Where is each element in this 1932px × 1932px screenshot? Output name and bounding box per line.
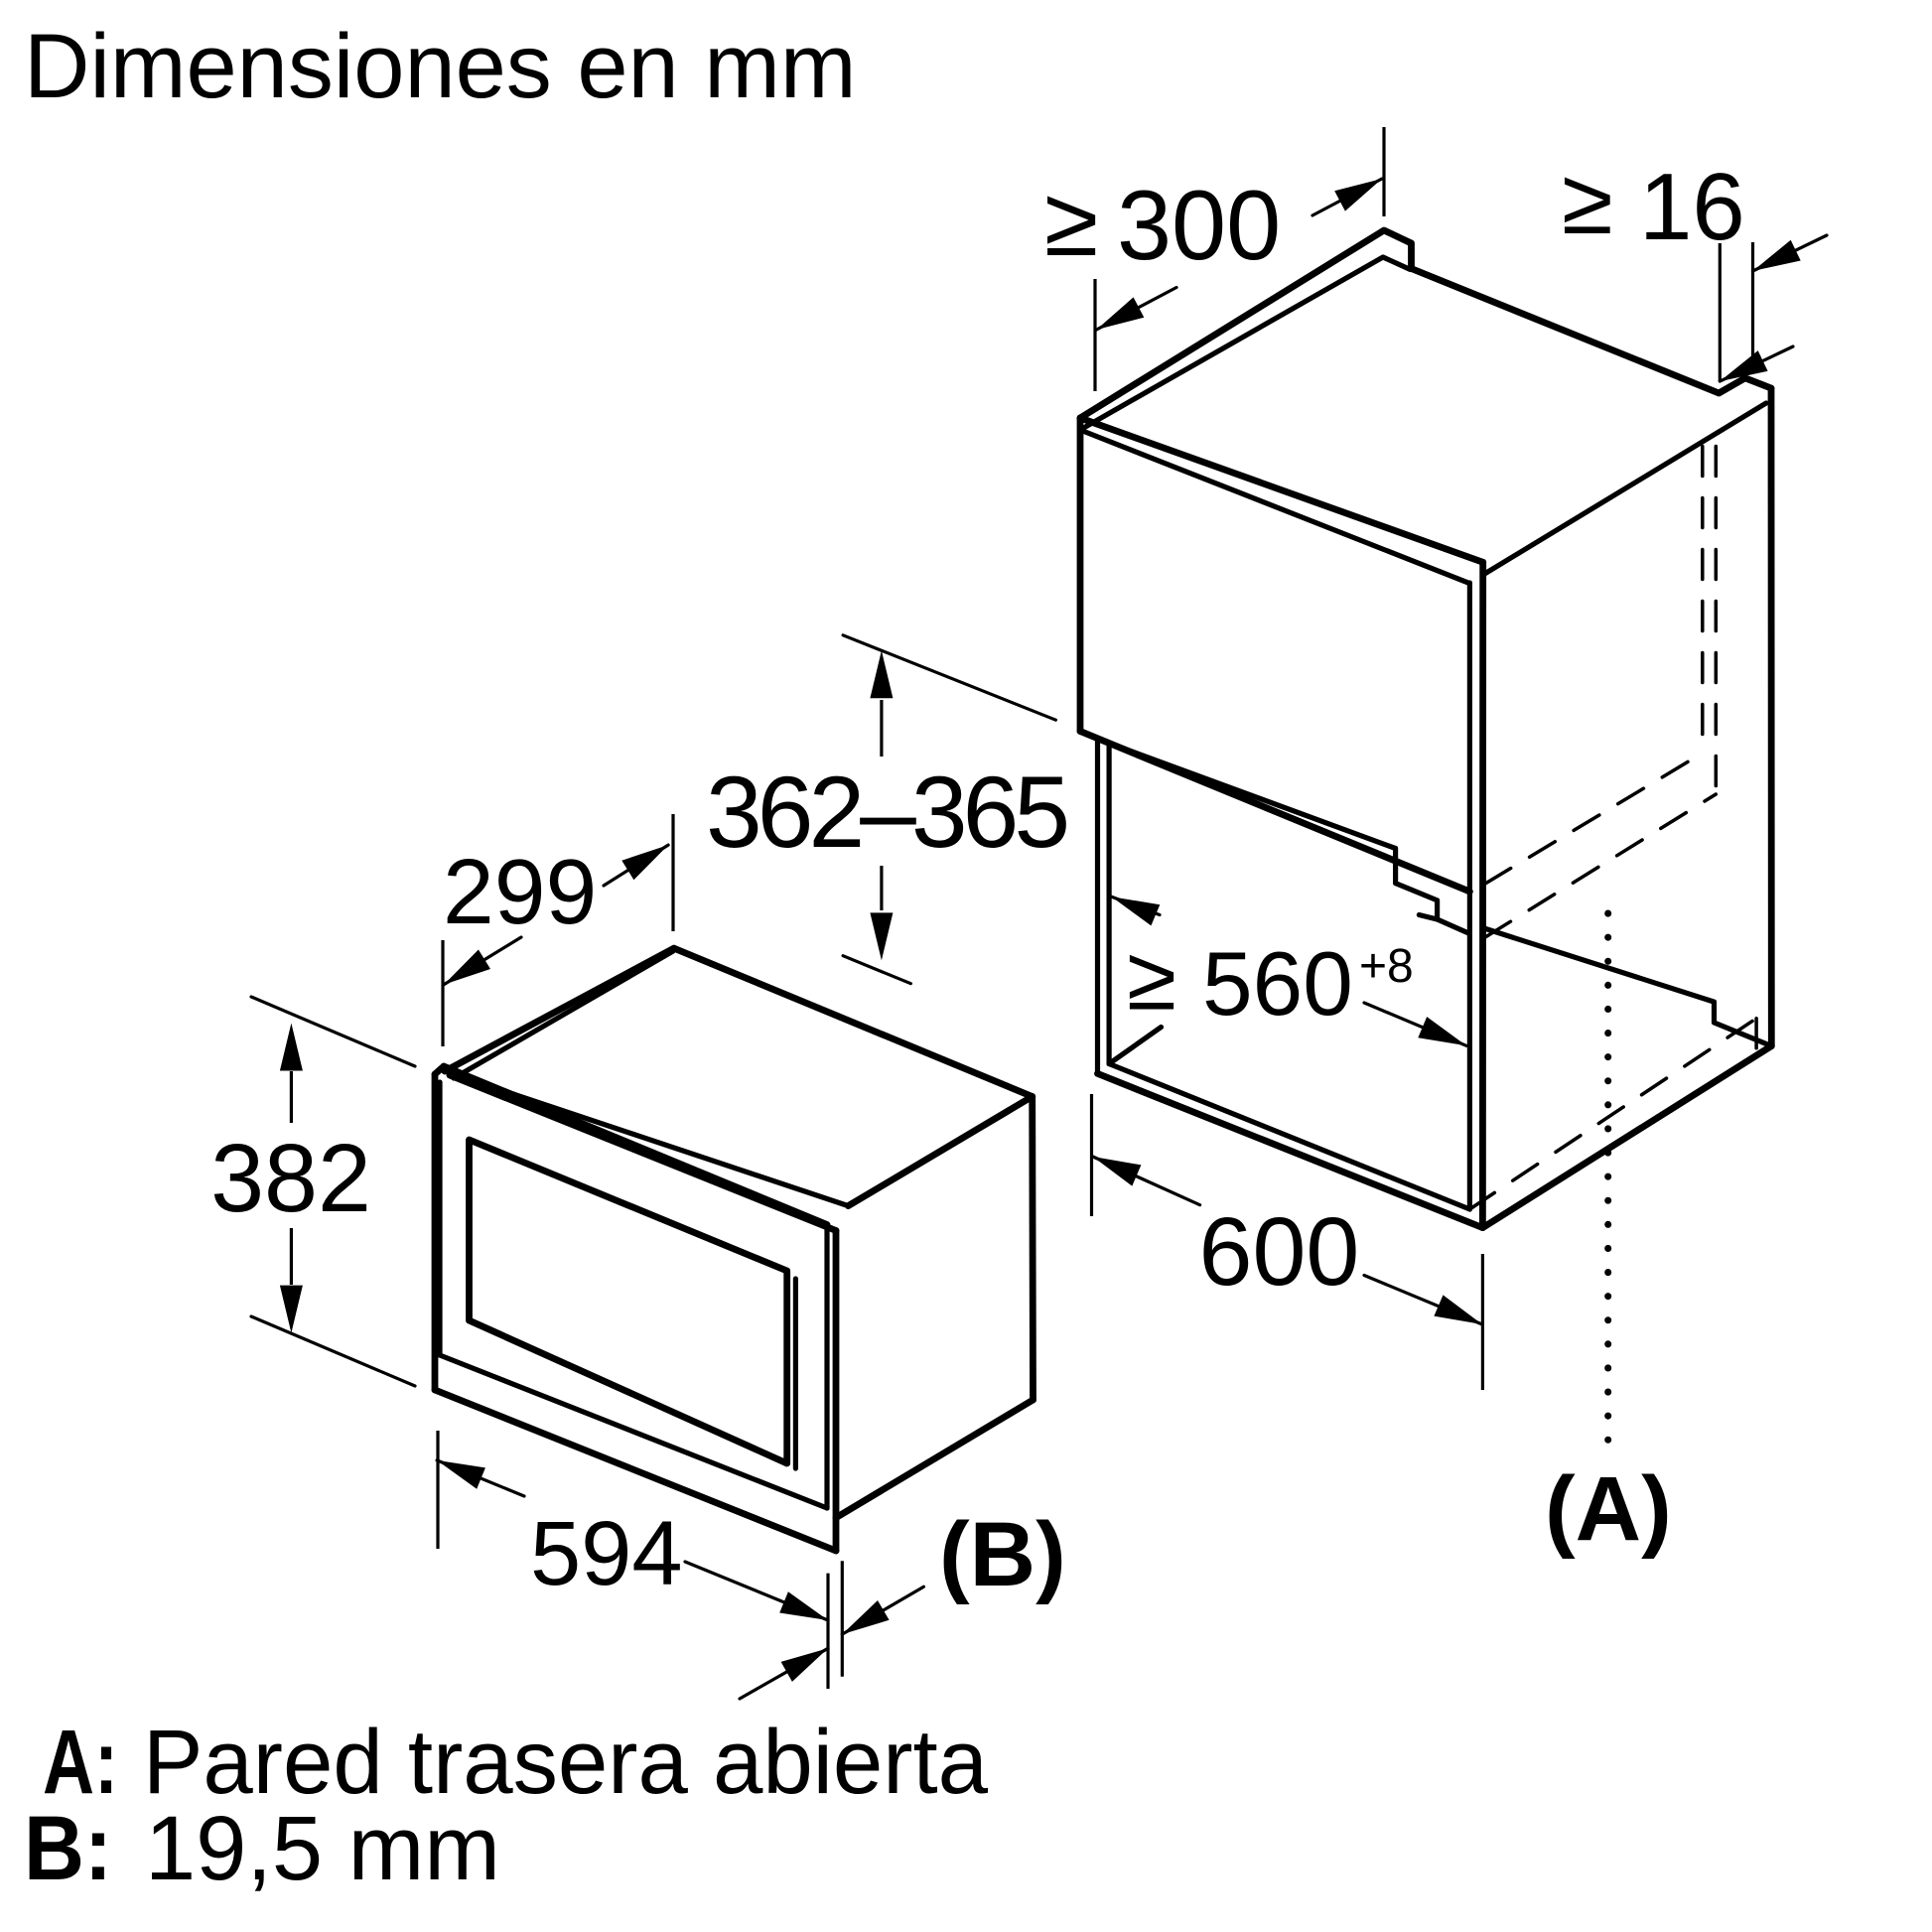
svg-text:19,5 mm: 19,5 mm xyxy=(145,1798,500,1899)
svg-text:600: 600 xyxy=(1199,1197,1360,1306)
svg-text:Dimensiones en mm: Dimensiones en mm xyxy=(24,16,857,117)
svg-text:B:: B: xyxy=(24,1798,112,1899)
svg-text:≥: ≥ xyxy=(1044,166,1098,276)
svg-text:≥: ≥ xyxy=(1127,929,1176,1030)
svg-text:A:: A: xyxy=(43,1712,118,1813)
svg-text:(B): (B) xyxy=(939,1504,1066,1605)
svg-text:Pared trasera abierta: Pared trasera abierta xyxy=(143,1712,989,1813)
svg-text:+8: +8 xyxy=(1359,940,1414,993)
svg-text:382: 382 xyxy=(210,1124,371,1232)
svg-text:560: 560 xyxy=(1202,934,1353,1035)
svg-text:300: 300 xyxy=(1117,170,1281,280)
svg-text:362–365: 362–365 xyxy=(706,756,1066,869)
svg-text:16: 16 xyxy=(1639,154,1745,260)
svg-text:594: 594 xyxy=(530,1503,683,1604)
svg-text:≥: ≥ xyxy=(1562,149,1613,253)
svg-text:(A): (A) xyxy=(1545,1458,1672,1560)
svg-text:299: 299 xyxy=(443,840,597,943)
